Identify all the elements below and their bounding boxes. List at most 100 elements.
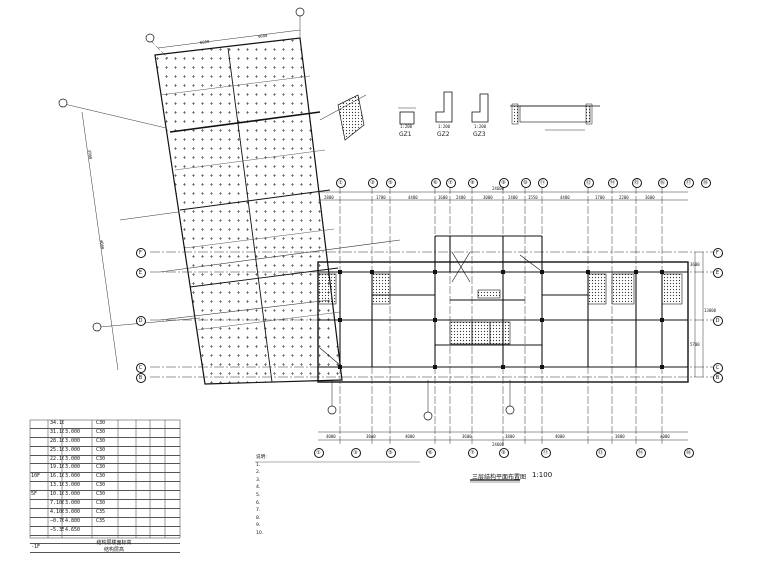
table-cell [122,527,141,535]
plan-title: 三层结构平面布置图 [472,472,526,481]
table-cell [141,464,156,472]
table-cell [156,456,172,464]
table-cell: 10F [31,473,41,480]
table-cell [156,544,172,552]
table-cell [30,482,49,490]
section-gz3-label: GZ3 [473,131,486,138]
table-cell [122,500,141,508]
table-cell: C30 [96,437,106,444]
beam-detail [510,103,600,131]
level-table: 34.100C3031.1003.000C3028.1003.000C3025.… [30,420,180,554]
table-cell [156,429,172,437]
note-item: 9. [256,523,261,529]
svg-text:3900: 3900 [87,149,93,160]
table-row: -1F [30,544,180,554]
table-cell [156,509,172,517]
note-item: 10. [256,530,264,536]
svg-text:4600: 4600 [258,33,269,39]
table-cell: 3.000 [65,437,81,444]
notes-block: 说明: 1.2.3.4.5.6.7.8.9.10. [256,454,416,538]
table-cell [141,438,156,446]
table-cell [30,464,49,472]
table-cell [30,500,49,508]
table-cell [122,509,141,517]
table-cell [49,544,64,552]
plan-scale-text: 1:100 [532,471,553,479]
table-cell [141,473,156,481]
table-cell [156,491,172,499]
table-cell [141,509,156,517]
table-cell [122,518,141,526]
table-cell [156,420,172,428]
table-cell: −5.350 [50,526,64,533]
table-cell [30,438,49,446]
table-cell [49,536,64,544]
table-cell [122,482,141,490]
table-cell: 19.100 [50,464,64,471]
table-cell: 31.100 [50,428,64,435]
table-cell [156,527,172,535]
main-plan [150,186,715,445]
table-cell: 4.650 [65,526,81,533]
notes-list: 1.2.3.4.5.6.7.8.9.10. [256,462,416,538]
plan-scale: 1:100 [532,471,552,479]
table-cell: C30 [96,473,106,480]
note-item: 7. [256,508,261,514]
rotated-wing: 6000 4600 3900 4600 [58,7,367,385]
section-gz3: GZ3 [471,93,489,138]
table-cell: 22.100 [50,455,64,462]
section-gz2: GZ2 [435,91,453,138]
table-cell: C30 [96,455,106,462]
table-cell [141,447,156,455]
table-cell [30,456,49,464]
note-item: 8. [256,515,261,521]
level-table-rows: 34.100C3031.1003.000C3028.1003.000C3025.… [30,420,180,554]
table-row: −5.3504.650 [30,527,180,536]
level-table-caption-1: 结构层楼面标高 [96,540,132,546]
table-cell [156,464,172,472]
table-cell: 3.000 [65,455,81,462]
table-cell [122,420,141,428]
table-cell [141,420,156,428]
dimension-lines [318,191,704,441]
svg-text:4600: 4600 [99,239,105,250]
table-cell [141,482,156,490]
table-cell [156,500,172,508]
table-cell: 10.100 [50,491,64,498]
table-cell: -1F [31,544,41,551]
table-cell: C30 [96,482,106,489]
table-cell [122,473,141,481]
table-cell: 25.100 [50,446,64,453]
table-cell: 3.000 [65,508,81,515]
table-cell [122,456,141,464]
table-cell: 34.100 [50,420,64,426]
table-cell [122,429,141,437]
table-cell: 3.000 [65,464,81,471]
table-cell [30,518,49,526]
section-gz1-label: GZ1 [399,131,412,138]
plan-title-text: 三层结构平面布置图 [472,474,527,481]
table-cell: C35 [96,508,106,515]
table-cell [156,447,172,455]
notes-title: 说明: [256,455,267,460]
note-item: 1. [256,462,261,468]
table-cell: 3.000 [65,446,81,453]
table-cell: 3.000 [65,491,81,498]
table-cell: C30 [96,500,106,507]
table-cell: 4.800 [65,517,81,524]
note-item: 5. [256,492,261,498]
table-cell [156,438,172,446]
level-table-grid [29,419,181,539]
table-cell: C30 [96,420,106,426]
